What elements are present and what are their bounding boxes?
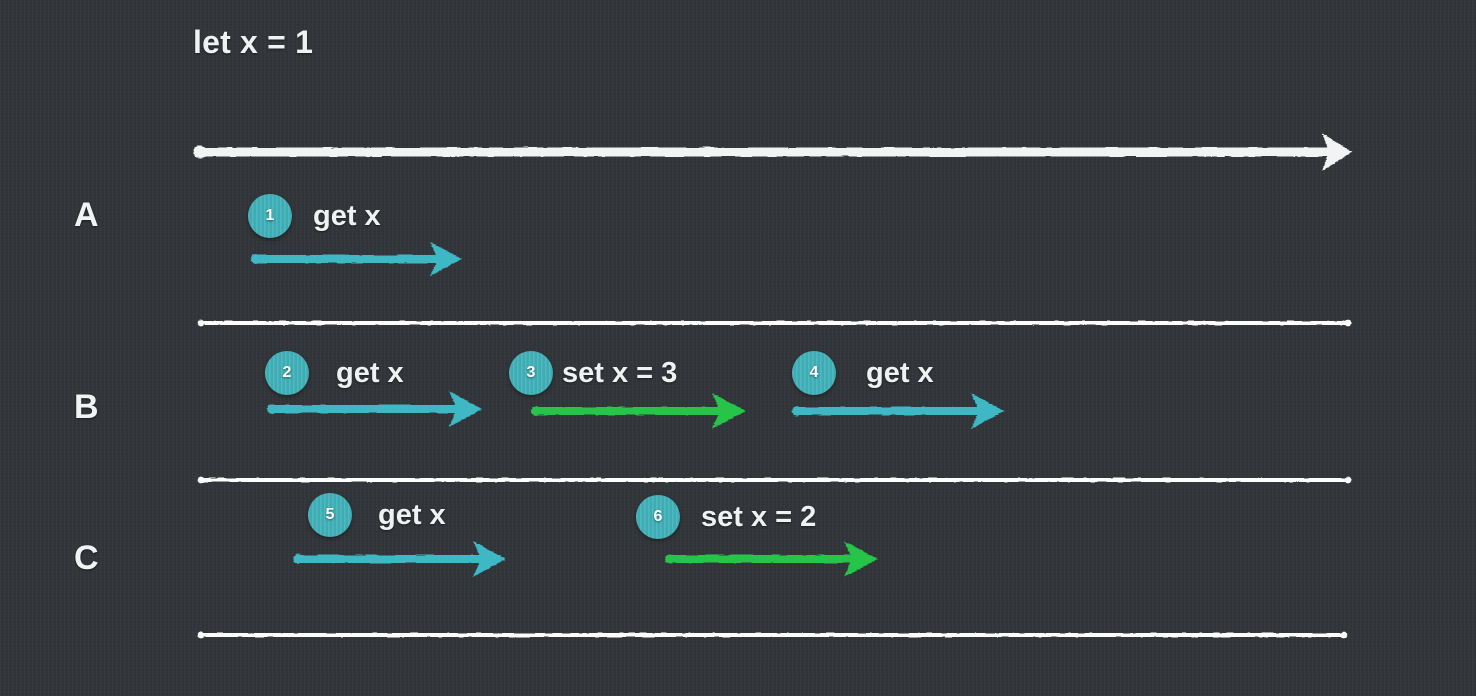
separator-line-3 (197, 631, 1348, 639)
event-badge-6[interactable]: 6 (636, 495, 680, 539)
row-label-c: C (74, 539, 99, 577)
event-badge-3[interactable]: 3 (509, 351, 553, 395)
separator-line-1 (197, 319, 1352, 327)
event-arrow-3 (531, 393, 746, 429)
event-label-4: get x (866, 357, 934, 389)
event-arrow-5 (293, 541, 506, 577)
event-arrow-2 (267, 391, 482, 427)
event-arrow-4 (792, 393, 1004, 429)
event-badge-1[interactable]: 1 (248, 194, 292, 238)
event-label-1: get x (313, 200, 381, 232)
event-badge-4[interactable]: 4 (792, 351, 836, 395)
event-label-3: set x = 3 (562, 357, 678, 389)
main-timeline (193, 133, 1352, 171)
page-title: let x = 1 (193, 24, 314, 60)
event-label-5: get x (378, 499, 446, 531)
event-label-6: set x = 2 (701, 501, 817, 533)
event-badge-2[interactable]: 2 (265, 351, 309, 395)
row-label-a: A (74, 196, 99, 234)
separator-line-2 (197, 476, 1352, 484)
event-arrow-1 (251, 242, 462, 276)
event-arrow-6 (665, 541, 878, 577)
event-badge-5[interactable]: 5 (308, 493, 352, 537)
event-label-2: get x (336, 357, 404, 389)
row-label-b: B (74, 388, 99, 426)
